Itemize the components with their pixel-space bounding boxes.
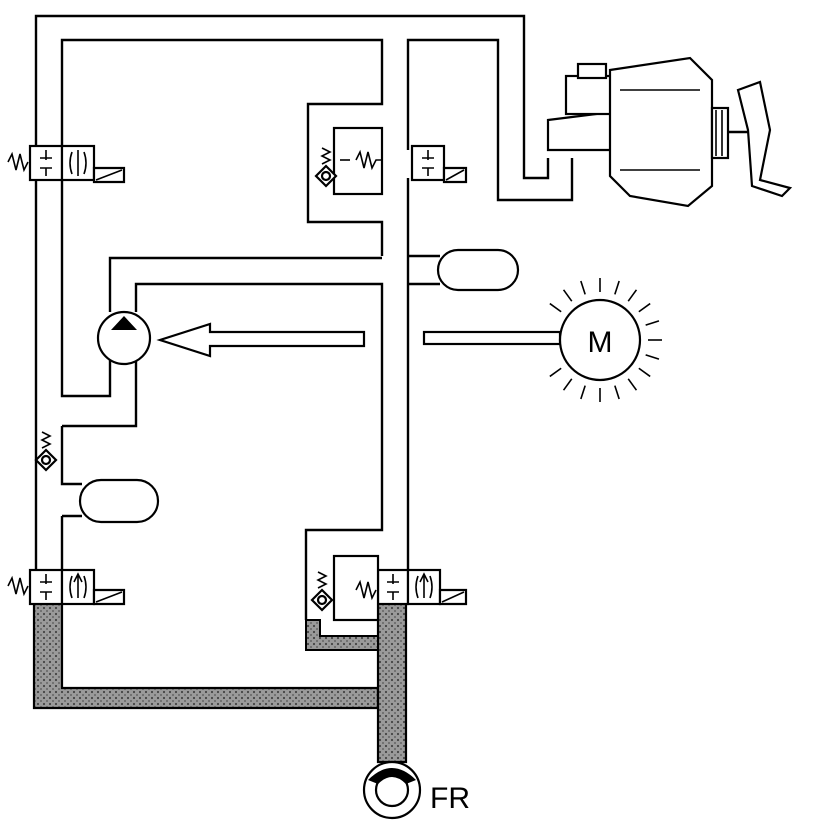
motor-ray (627, 289, 638, 302)
relief-valve-bottom (332, 554, 380, 622)
motor-ray (638, 302, 651, 313)
solenoid-valve-top-right (410, 144, 468, 184)
accumulator-left (78, 478, 160, 524)
motor-ray (580, 280, 586, 295)
check-valve-left (34, 431, 58, 472)
pressurized-line-return (305, 619, 379, 651)
drive-arrow (156, 322, 562, 358)
check-valve-bottom (310, 571, 334, 612)
motor-ray (627, 378, 638, 391)
motor-ray (562, 289, 573, 302)
wheel-label: FR (430, 782, 470, 815)
pressurized-line-left (32, 600, 380, 710)
motor-ray (638, 367, 651, 378)
motor-ray (562, 378, 573, 391)
check-valve-top (314, 147, 338, 188)
motor-ray (645, 354, 660, 360)
motor-ray (549, 367, 562, 378)
wheel-icon (362, 760, 422, 820)
master-cylinder-icon (546, 56, 793, 208)
solenoid-valve-bottom-right (355, 568, 468, 606)
motor-icon: M (549, 278, 662, 402)
pump-icon (96, 310, 152, 366)
motor-ray (614, 280, 620, 295)
solenoid-valve-top-left (7, 144, 126, 184)
motor-label: M (588, 326, 613, 359)
motor-ray (549, 302, 562, 313)
circuit-lines (34, 14, 574, 620)
pressurized-lines (32, 600, 408, 764)
relief-valve-top (332, 126, 384, 196)
motor-ray (614, 385, 620, 400)
motor-ray (645, 320, 660, 326)
accumulator-right (436, 248, 520, 292)
solenoid-valve-bottom-left (7, 568, 126, 606)
pressurized-line-right (376, 600, 408, 764)
motor-ray (580, 385, 586, 400)
